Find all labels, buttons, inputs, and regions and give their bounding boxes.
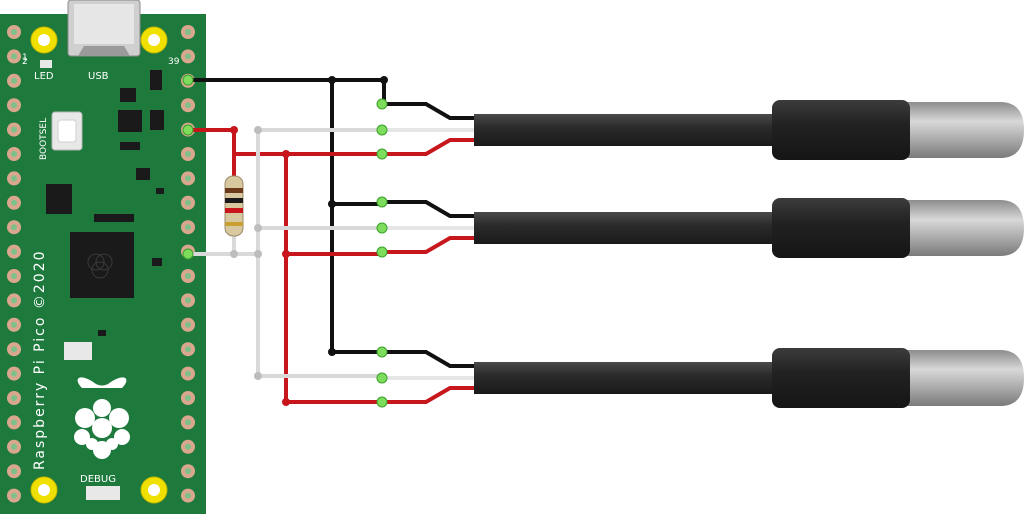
pad-hole — [185, 346, 191, 353]
pad-hole — [11, 102, 17, 109]
flash-chip — [64, 342, 92, 360]
pad-hole — [185, 492, 191, 499]
ds18b20-probe-3[interactable] — [376, 346, 1024, 408]
junction-dots — [230, 76, 388, 406]
probe-power-lead — [384, 236, 476, 254]
pad-hole — [185, 419, 191, 426]
pad-hole — [185, 443, 191, 450]
probe-sleeve — [772, 198, 910, 258]
pad-hole — [11, 297, 17, 304]
raspberry-pi-logo-icon — [74, 377, 130, 459]
pin-1-label: 1 — [22, 53, 28, 63]
pad-hole — [185, 395, 191, 401]
left-pin-column — [7, 25, 21, 503]
pad-hole — [185, 53, 191, 60]
pad-hole — [185, 151, 191, 157]
pad-hole — [11, 419, 17, 426]
pad-hole — [11, 468, 17, 475]
probe-pin — [376, 346, 388, 358]
probe-metal-tip — [906, 102, 1024, 158]
pad-hole — [11, 273, 17, 279]
pin-39-label: 39 — [168, 57, 180, 67]
ds18b20-probe-1[interactable] — [376, 98, 1024, 160]
pad-hole — [11, 346, 17, 353]
pad-hole — [11, 370, 17, 377]
probe-pin — [376, 372, 388, 384]
smd-components — [46, 70, 164, 336]
probe-sleeve — [772, 100, 910, 160]
probe-pin — [376, 222, 388, 234]
pad-hole — [11, 126, 17, 133]
probe-ground-lead — [384, 200, 476, 218]
probe-ground-lead — [384, 350, 476, 368]
pad-hole — [185, 297, 191, 304]
pad-hole — [11, 224, 17, 231]
pico-board: USB 1 2 2 39 LED BOOTSEL — [0, 0, 206, 514]
pad-hole — [185, 321, 191, 328]
usb-connector[interactable] — [67, 0, 141, 57]
led — [40, 60, 52, 68]
pad-hole — [11, 175, 17, 182]
probe-ground-lead — [384, 102, 476, 120]
pad-hole — [11, 443, 17, 450]
usb-label: USB — [88, 71, 109, 82]
debug-label: DEBUG — [80, 474, 116, 485]
pad-hole — [185, 29, 191, 35]
power-wires — [188, 128, 382, 404]
probe-pin — [376, 124, 388, 136]
pad-hole — [11, 321, 17, 328]
pad-hole — [11, 248, 17, 255]
probe-cable — [474, 362, 778, 394]
pad-hole — [185, 370, 191, 377]
probe-cable — [474, 114, 778, 146]
probe-metal-tip — [906, 200, 1024, 256]
pad-hole — [11, 77, 17, 84]
led-label: LED — [34, 71, 54, 82]
temperature-probes — [376, 98, 1024, 408]
probe-pin — [376, 196, 388, 208]
debug-connector[interactable] — [86, 486, 120, 500]
probe-power-lead — [384, 386, 476, 404]
mounting-holes — [30, 26, 168, 504]
probe-pin — [376, 98, 388, 110]
pad-hole — [185, 102, 191, 109]
pad-hole — [185, 175, 191, 182]
pad-hole — [11, 199, 17, 206]
pad-hole — [185, 468, 191, 475]
pad-hole — [11, 151, 17, 157]
pad-hole — [185, 199, 191, 206]
probe-power-lead — [384, 138, 476, 156]
ds18b20-probe-2[interactable] — [376, 196, 1024, 258]
pin-2-label-visible: 2 — [22, 57, 28, 67]
pad-hole — [11, 492, 17, 499]
pad-hole — [185, 273, 191, 279]
probe-sleeve — [772, 348, 910, 408]
probe-pin — [376, 148, 388, 160]
pad-hole — [185, 224, 191, 231]
pad-hole — [11, 29, 17, 35]
pad-hole — [11, 53, 17, 60]
bootsel-button[interactable] — [51, 111, 83, 151]
probe-pin — [376, 396, 388, 408]
pad-hole — [11, 395, 17, 401]
probe-pin — [376, 246, 388, 258]
probe-metal-tip — [906, 350, 1024, 406]
board-connection-pads — [182, 74, 194, 260]
probe-cable — [474, 212, 778, 244]
bootsel-label: BOOTSEL — [39, 118, 49, 160]
pull-up-resistor[interactable] — [224, 175, 244, 237]
board-name: Raspberry Pi Pico ©2020 — [32, 249, 48, 470]
rp2040-logo — [87, 253, 113, 279]
